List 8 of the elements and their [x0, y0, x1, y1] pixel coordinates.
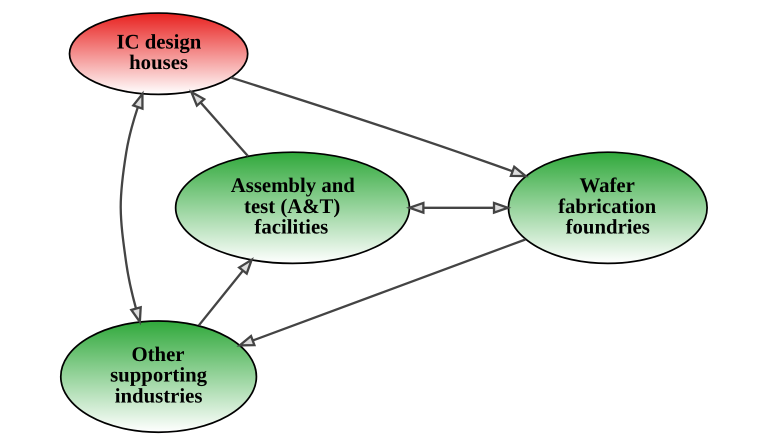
- arrow: [189, 89, 249, 157]
- arrow: [406, 201, 512, 214]
- arrow: [230, 76, 529, 178]
- arrow: [236, 238, 526, 347]
- node-ellipse: IC design houses: [68, 12, 249, 96]
- node-ellipse: Assembly and test (A&T) facilities: [174, 151, 410, 264]
- arrow: [120, 90, 144, 326]
- arrow: [198, 257, 254, 326]
